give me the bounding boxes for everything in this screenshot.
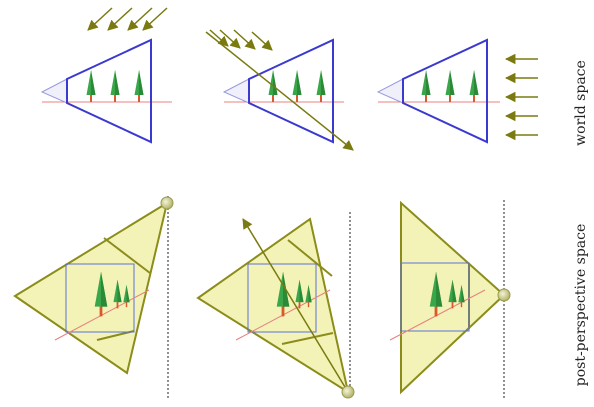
row-label-post: post-perspective space [573,224,589,387]
light-frustum-edge [281,332,334,345]
unit-cube [400,262,470,332]
point-light-icon [160,196,174,210]
view-frustum [402,38,488,144]
light-direction-arrows [205,29,354,151]
post-panel-3 [389,200,511,400]
tree-icon [421,70,431,102]
world-panel-3 [376,38,538,144]
tree-icon [86,70,96,102]
point-light-icon [497,288,511,302]
row-label-world: world space [573,60,589,146]
light-frustum-edge [287,239,333,277]
light-frustum [196,217,350,395]
view-frustum [66,38,152,144]
tree-icon [110,70,120,102]
light-frustum [13,200,169,375]
light-frustum-edge [103,237,151,274]
post-panel-2 [196,212,355,400]
light-direction-arrows [87,7,168,31]
tree-icon [292,70,302,102]
post-panel-1 [13,196,174,400]
light-direction-arrows [504,53,538,141]
world-panel-1 [40,7,172,144]
view-frustum [248,38,334,144]
tree-icon [445,70,455,102]
near-frustum-segment [376,78,404,104]
point-light-icon [341,385,355,399]
ground-line [389,289,486,341]
tree-icon [134,70,144,102]
near-frustum-segment [222,78,250,104]
tree-icon [469,70,479,102]
light-ray-arrow [242,218,349,393]
world-panel-2 [205,29,354,151]
near-frustum-segment [40,78,68,104]
tree-icon [316,70,326,102]
